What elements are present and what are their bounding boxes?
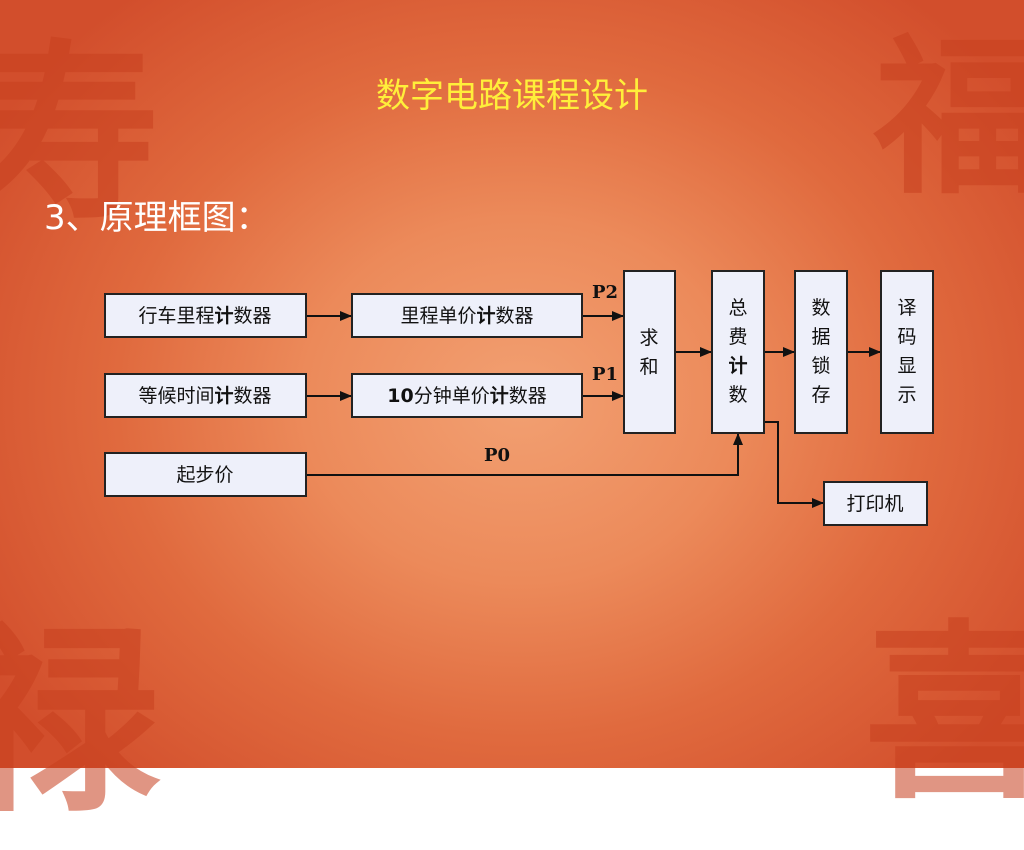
box-text-part: 行车里程	[138, 305, 214, 327]
box-text-part: 数器	[234, 385, 272, 407]
port-label-p2: P2	[592, 282, 618, 303]
slide-title: 数字电路课程设计	[376, 76, 648, 116]
box-text-part: 计	[490, 385, 509, 407]
port-label-p0: P0	[484, 445, 510, 466]
box-printer: 打印机	[823, 481, 928, 526]
box-text-part: 计	[728, 355, 747, 377]
box-text: 起步价	[176, 464, 233, 486]
svg-text:行车里程计数器: 行车里程计数器	[138, 305, 271, 327]
box-text-part: 和	[639, 356, 658, 378]
box-text-part: 数器	[509, 385, 547, 407]
box-text-part: 数器	[496, 305, 534, 327]
svg-text:等候时间计数器: 等候时间计数器	[138, 385, 271, 407]
box-data-latch: 数 据 锁 存	[794, 270, 848, 434]
box-text-part: 分钟单价	[414, 385, 490, 407]
box-text-part: 码	[897, 326, 916, 348]
box-text-part: 数器	[234, 305, 272, 327]
box-total-counter: 总 费 计 数	[711, 270, 765, 434]
seal-decoration-top-left: 寿	[0, 22, 161, 245]
box-text-part: 计	[476, 305, 495, 327]
section-heading: 3、原理框图：	[44, 198, 270, 238]
box-text-part: 计	[214, 385, 233, 407]
box-text-part: 译	[897, 297, 916, 319]
port-label-p1: P1	[592, 364, 618, 385]
box-text-part: 据	[811, 326, 830, 348]
box-text-part: 费	[728, 326, 747, 348]
box-text-part: 10	[387, 385, 413, 407]
box-text: 打印机	[846, 493, 903, 515]
box-text-part: 数	[728, 384, 747, 406]
box-sum: 求 和	[623, 270, 676, 434]
box-text-part: 求	[639, 327, 658, 349]
box-10min-unit-counter: 10分钟单价计数器	[351, 373, 583, 418]
connectors	[307, 311, 881, 508]
box-decode-display: 译 码 显 示	[880, 270, 934, 434]
box-mileage-counter: 行车里程计数器	[104, 293, 307, 338]
box-text-part: 锁	[811, 355, 830, 377]
box-text-part: 数	[811, 297, 830, 319]
box-text-part: 里程单价	[400, 305, 476, 327]
box-text-part: 显	[897, 355, 916, 377]
box-text-part: 等候时间	[138, 385, 214, 407]
arrow-total-to-printer	[764, 421, 824, 508]
svg-text:10分钟单价计数器: 10分钟单价计数器	[387, 385, 547, 407]
box-wait-counter: 等候时间计数器	[104, 373, 307, 418]
box-mileage-unit-counter: 里程单价计数器	[351, 293, 583, 338]
box-start-price: 起步价	[104, 452, 307, 497]
box-text-part: 示	[897, 384, 916, 406]
box-text-part: 存	[811, 384, 830, 406]
seal-decoration-top-right: 福	[873, 18, 1024, 218]
box-text-part: 计	[214, 305, 233, 327]
arrow-p0	[307, 433, 743, 476]
svg-text:里程单价计数器: 里程单价计数器	[400, 305, 533, 327]
block-diagram: P2 P1 P0 行车里程计数器 等候时间计数器 起步价 里程单价计数器 10分…	[104, 270, 934, 526]
box-text-part: 总	[728, 297, 747, 319]
